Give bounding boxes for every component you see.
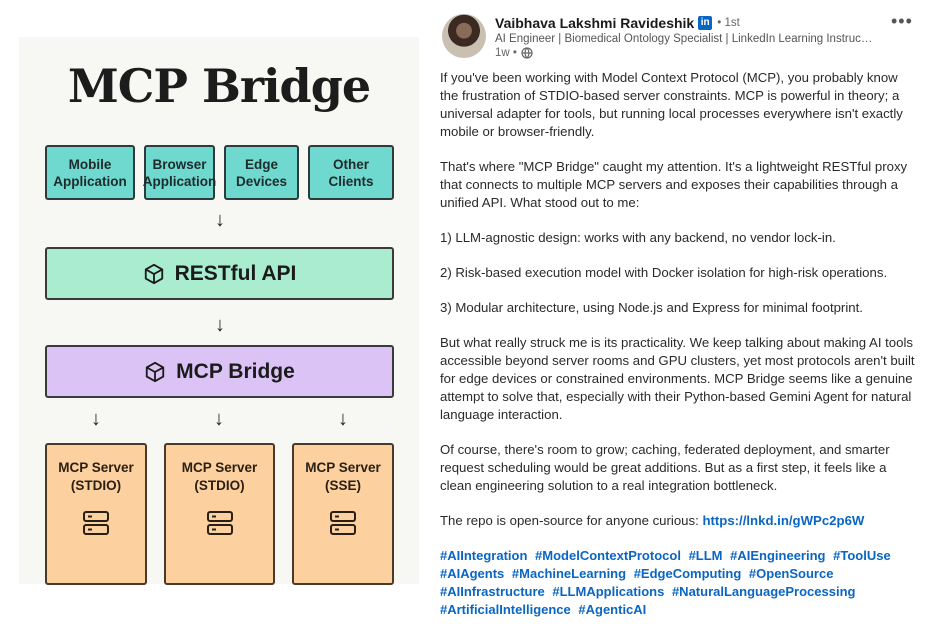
post-image-diagram[interactable]: MCP Bridge Mobile Application Browser Ap…	[19, 37, 419, 585]
hashtag-link[interactable]: #AIAgents	[440, 566, 505, 581]
author-name[interactable]: Vaibhava Lakshmi Ravideshik	[495, 15, 695, 31]
server-label: MCP Server (STDIO)	[58, 460, 134, 493]
author-headline: AI Engineer | Biomedical Ontology Specia…	[495, 33, 875, 45]
hashtag-link[interactable]: #LLM	[688, 548, 723, 563]
mcp-bridge-label: MCP Bridge	[176, 359, 295, 383]
post-body: If you've been working with Model Contex…	[440, 69, 918, 619]
hashtag-link[interactable]: #AIIntegration	[440, 548, 528, 563]
repo-link[interactable]: https://lnkd.in/gWPc2p6W	[702, 513, 865, 528]
mcp-server-stdio-1: MCP Server (STDIO)	[45, 443, 147, 585]
post-paragraph: Of course, there's room to grow; caching…	[440, 442, 890, 493]
avatar[interactable]	[442, 14, 486, 58]
linkedin-badge-icon: in	[698, 16, 713, 30]
server-icon	[206, 511, 233, 535]
arrow-down-icon: ↓	[215, 209, 225, 231]
arrow-down-icon: ↓	[215, 314, 225, 336]
server-icon	[330, 511, 356, 535]
hashtag-link[interactable]: #ArtificialIntelligence	[440, 602, 571, 617]
author-line: Vaibhava Lakshmi Ravideshik in • 1st	[495, 15, 740, 31]
post-paragraph: That's where "MCP Bridge" caught my atte…	[440, 159, 908, 210]
server-label: MCP Server (STDIO)	[181, 460, 258, 493]
post-paragraph: If you've been working with Model Contex…	[440, 70, 903, 139]
restful-api-label: RESTful API	[174, 261, 297, 285]
mcp-server-sse: MCP Server (SSE)	[292, 443, 394, 585]
post-meta: 1w •	[495, 47, 533, 59]
cube-icon	[144, 263, 163, 284]
hashtag-link[interactable]: #NaturalLanguageProcessing	[671, 584, 856, 599]
hashtag-link[interactable]: #AIInfrastructure	[440, 584, 545, 599]
server-icon	[83, 511, 109, 535]
hashtags: #AIIntegration #ModelContextProtocol #LL…	[440, 547, 918, 619]
connection-degree: • 1st	[717, 17, 740, 29]
post-paragraph: But what really struck me is its practic…	[440, 335, 915, 422]
post-paragraph: 1) LLM-agnostic design: works with any b…	[440, 230, 836, 245]
diagram-title: MCP Bridge	[67, 59, 371, 113]
more-icon[interactable]: •••	[891, 11, 913, 31]
arrow-down-icon: ↓	[338, 408, 348, 430]
hashtag-link[interactable]: #ModelContextProtocol	[535, 548, 681, 563]
hashtag-link[interactable]: #OpenSource	[748, 566, 834, 581]
hashtag-link[interactable]: #EdgeComputing	[633, 566, 742, 581]
mcp-server-stdio-2: MCP Server (STDIO)	[164, 443, 275, 585]
cube-icon	[146, 361, 165, 382]
hashtag-link[interactable]: #MachineLearning	[511, 566, 627, 581]
client-other-clients: Other Clients	[308, 145, 394, 200]
globe-icon	[521, 47, 533, 59]
post-paragraph: 2) Risk-based execution model with Docke…	[440, 265, 888, 280]
hashtag-link[interactable]: #LLMApplications	[552, 584, 665, 599]
client-mobile-application: Mobile Application	[45, 145, 135, 200]
repo-paragraph: The repo is open-source for anyone curio…	[440, 512, 918, 530]
mcp-bridge-layer: MCP Bridge	[45, 345, 394, 398]
hashtag-link[interactable]: #ToolUse	[833, 548, 891, 563]
post-time: 1w •	[495, 47, 517, 59]
arrow-down-icon: ↓	[91, 408, 101, 430]
repo-text: The repo is open-source for anyone curio…	[440, 513, 703, 528]
hashtag-link[interactable]: #AIEngineering	[730, 548, 826, 563]
hashtag-link[interactable]: #AgenticAI	[578, 602, 647, 617]
restful-api-layer: RESTful API	[45, 247, 394, 300]
arrow-down-icon: ↓	[214, 408, 224, 430]
client-browser-application: Browser Application	[143, 145, 216, 200]
client-edge-devices: Edge Devices	[224, 145, 299, 200]
server-label: MCP Server (SSE)	[305, 460, 381, 493]
post-paragraph: 3) Modular architecture, using Node.js a…	[440, 300, 863, 315]
